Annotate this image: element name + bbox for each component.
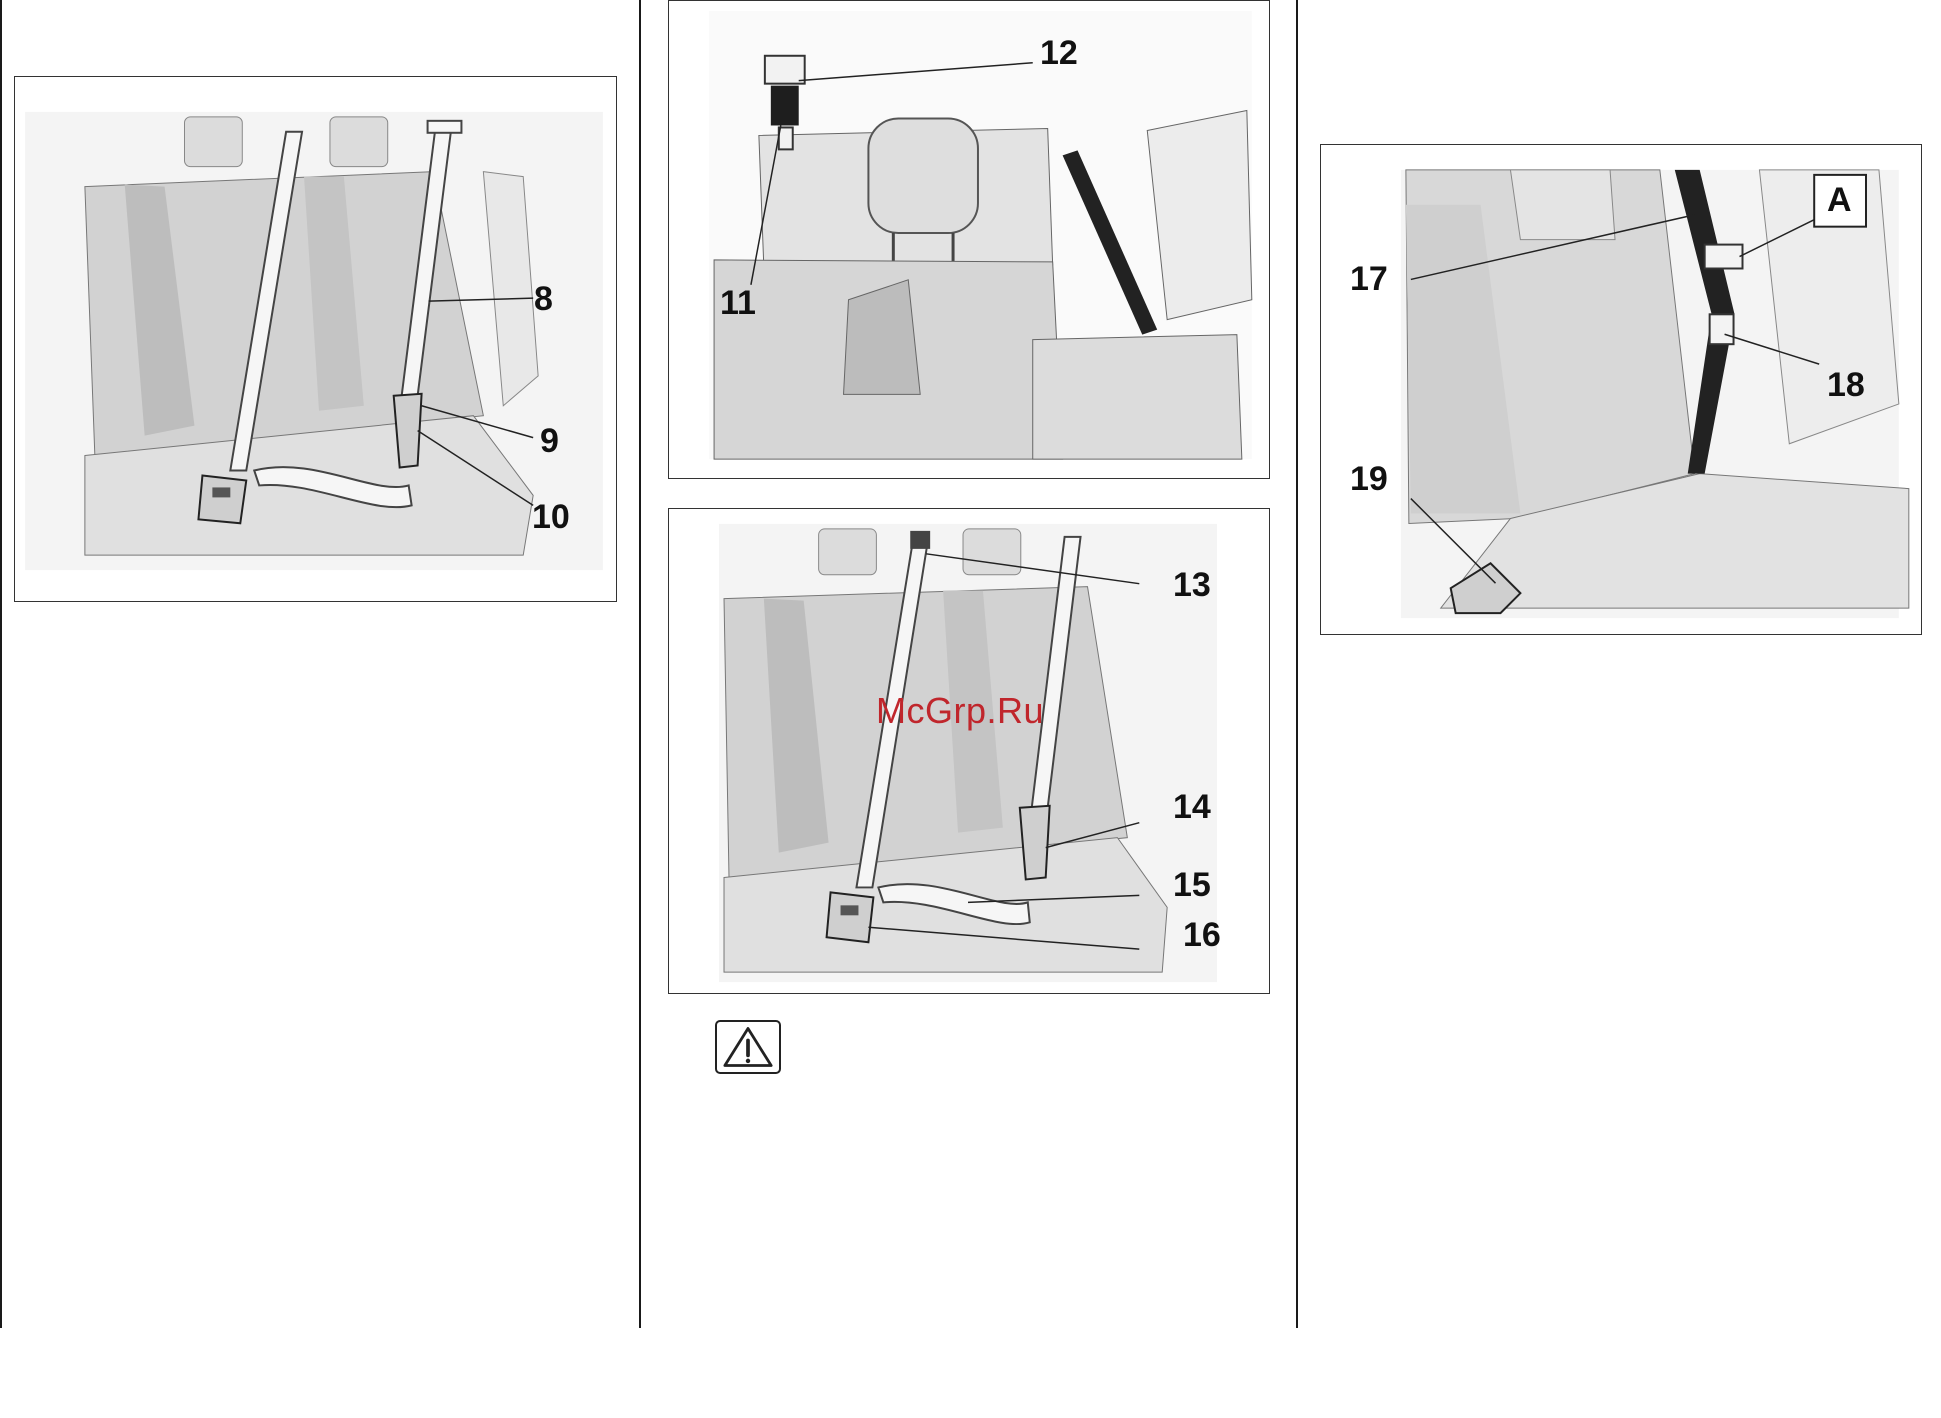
callout-16: 16 xyxy=(1183,918,1221,952)
column-rule-left xyxy=(0,0,2,1328)
warning-triangle-icon xyxy=(715,1020,781,1074)
callout-13: 13 xyxy=(1173,568,1211,602)
callout-14: 14 xyxy=(1173,790,1211,824)
figure-upper-anchor xyxy=(668,0,1270,479)
callout-15: 15 xyxy=(1173,868,1211,902)
callout-8: 8 xyxy=(534,282,553,316)
callout-12: 12 xyxy=(1040,36,1078,70)
figure-rear-bench-belts xyxy=(14,76,617,602)
label-a: A xyxy=(1827,183,1852,217)
watermark: McGrp.Ru xyxy=(876,690,1044,732)
callout-11: 11 xyxy=(720,286,756,320)
callout-19: 19 xyxy=(1350,462,1388,496)
column-rule-right xyxy=(1296,0,1298,1328)
callout-9: 9 xyxy=(540,424,559,458)
figure-rear-bench-illustration xyxy=(15,77,616,601)
column-rule-middle xyxy=(639,0,641,1328)
figure-upper-anchor-illustration xyxy=(669,1,1269,478)
callout-10: 10 xyxy=(532,500,570,534)
callout-17: 17 xyxy=(1350,262,1388,296)
callout-18: 18 xyxy=(1827,368,1865,402)
